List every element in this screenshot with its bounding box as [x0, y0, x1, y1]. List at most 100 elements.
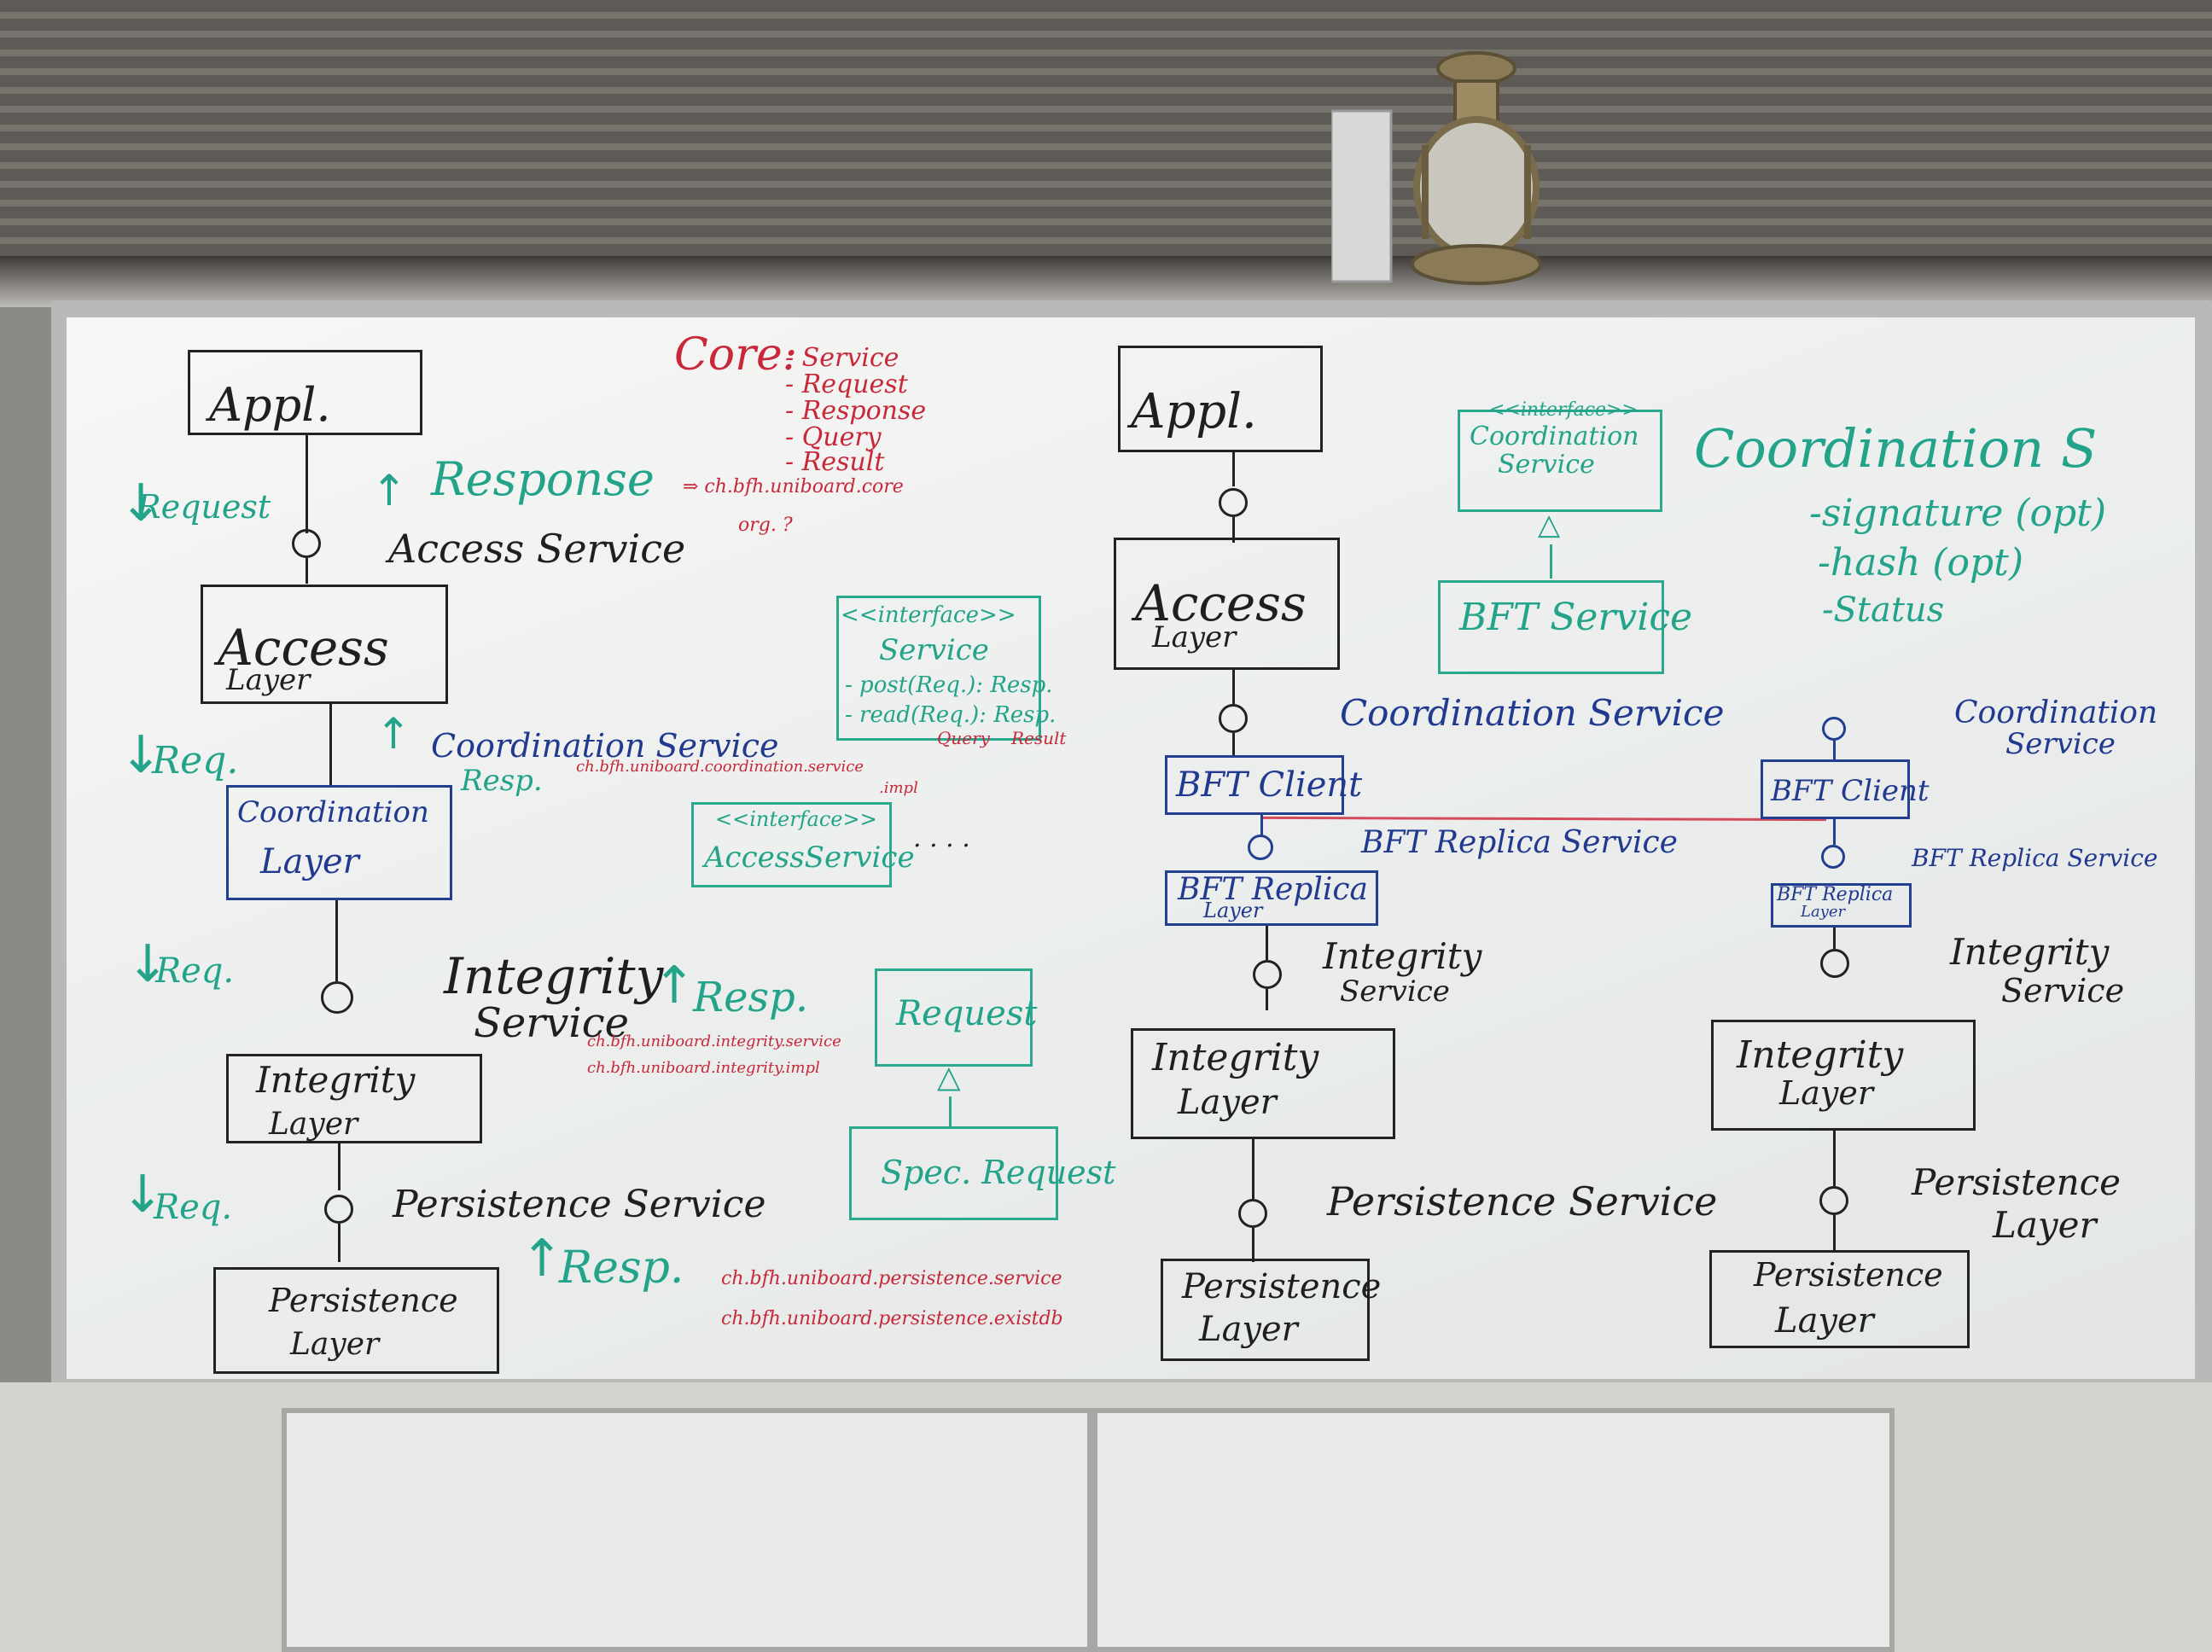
interface-lollipop: [1219, 704, 1248, 733]
bft-client-box-middle: [1165, 755, 1344, 815]
req-label: Req.: [155, 951, 235, 991]
bft-client-label: BFT Client: [1771, 774, 1930, 808]
appl-label-middle: Appl.: [1131, 384, 1257, 439]
bft-replica-layer-box-middle: [1165, 870, 1378, 926]
coordination-stereotype: <<interface>>: [1489, 399, 1638, 421]
persistence-layer-box-right: [1709, 1250, 1970, 1348]
integrity-layer-box-left: [226, 1054, 482, 1143]
persistence-service-label: Persistence Service: [393, 1183, 766, 1226]
appl-box-middle: [1118, 346, 1323, 452]
ceiling-wall: [0, 0, 2212, 290]
persistence-layer-box-left: [213, 1267, 499, 1374]
cabinet-panel-right: [1092, 1408, 1895, 1652]
service-operation: - post(Req.): Resp.: [845, 672, 1053, 698]
down-arrow-icon: ↓: [119, 474, 163, 533]
bft-replica-layer-subtitle: Layer: [1203, 899, 1263, 922]
request-class: Request: [896, 994, 1038, 1033]
access-stereotype: <<interface>>: [715, 807, 877, 831]
core-item: - Service: [785, 343, 899, 373]
inheritance-line: [1550, 544, 1552, 579]
query-label: Query: [937, 728, 990, 748]
service-operation: - read(Req.): Resp.: [845, 702, 1057, 728]
up-arrow-icon: ↑: [375, 709, 411, 759]
integrity-service-title: Integrity: [444, 947, 664, 1005]
persistence-layer-label-title: Persistence: [1912, 1161, 2122, 1203]
coordination-note-item: -Status: [1822, 590, 1945, 630]
oil-lamp: [1330, 34, 1553, 290]
appl-box-left: [188, 350, 422, 435]
persistence-layer-title: Persistence: [269, 1282, 458, 1319]
core-item: - Response: [785, 396, 927, 426]
interface-lollipop: [292, 529, 321, 558]
coordination-service-label: Coordination Service: [431, 727, 779, 765]
coordination-service-title: Coordination: [1954, 695, 2158, 730]
persistence-layer-title: Persistence: [1182, 1267, 1382, 1306]
integrity-service-subtitle: Service: [2001, 972, 2125, 1009]
connector-line: [1833, 1215, 1836, 1251]
request-label: Request: [137, 488, 271, 526]
interface-lollipop: [324, 1195, 353, 1224]
bft-replica-layer-subtitle: Layer: [1801, 903, 1846, 921]
req-label: Req.: [152, 739, 239, 782]
interface-lollipop: [321, 981, 353, 1014]
integrity-service-title: Integrity: [1323, 935, 1482, 977]
integrity-layer-title: Integrity: [256, 1059, 416, 1101]
coordination-service-interface-box: [1458, 410, 1662, 512]
connector-line: [1833, 928, 1836, 949]
coordination-layer-title: Coordination: [237, 795, 429, 829]
service-interface-box: [836, 596, 1041, 741]
inheritance-arrow-icon: △: [937, 1060, 961, 1095]
persistence-package-note: ch.bfh.uniboard.persistence.service: [721, 1268, 1062, 1289]
up-arrow-icon: ↑: [371, 466, 407, 515]
persistence-layer-subtitle: Layer: [1775, 1301, 1874, 1341]
response-label: Response: [431, 452, 655, 506]
bft-replica-layer-box-right: [1771, 883, 1912, 928]
access-layer-subtitle: Layer: [226, 663, 311, 697]
access-service-interface-box: [691, 802, 892, 887]
integrity-package-note: ch.bfh.uniboard.integrity.service: [587, 1032, 841, 1050]
interface-lollipop: [1819, 1186, 1848, 1215]
coordination-package-note: ch.bfh.uniboard.coordination.service: [576, 758, 864, 776]
connector-line: [338, 1143, 341, 1190]
inheritance-arrow-icon: △: [1538, 508, 1561, 542]
core-item: - Query: [785, 422, 882, 452]
persistence-existdb-note: ch.bfh.uniboard.persistence.existdb: [721, 1308, 1063, 1329]
interface-lollipop: [1821, 845, 1845, 869]
coordination-impl-note: .impl: [879, 779, 918, 797]
connector-line: [329, 704, 332, 785]
coordination-service-class-title: Coordination: [1470, 422, 1639, 451]
connector-line: [335, 900, 338, 981]
core-item: - Result: [785, 447, 885, 477]
connector-line: [1833, 819, 1836, 845]
integrity-service-subtitle: Service: [1340, 974, 1450, 1009]
connector-line: [1833, 1131, 1836, 1186]
resp-label: Resp.: [461, 764, 543, 798]
connector-line: [1260, 815, 1263, 836]
connector-line: [1833, 741, 1836, 762]
integrity-layer-title: Integrity: [1737, 1033, 1904, 1077]
connector-line: [1266, 926, 1268, 960]
access-layer-title: Access: [1135, 574, 1307, 632]
resp-label: Resp.: [693, 974, 809, 1021]
coordination-service-subtitle: Service: [2005, 727, 2116, 761]
connector-line: [1266, 989, 1268, 1010]
integrity-impl-note: ch.bfh.uniboard.integrity.impl: [587, 1059, 820, 1077]
integrity-layer-subtitle: Layer: [269, 1107, 358, 1142]
coordination-layer-subtitle: Layer: [260, 842, 359, 881]
interface-lollipop: [1820, 949, 1849, 978]
connector-line: [1252, 1228, 1254, 1262]
coordination-layer-box: [226, 785, 452, 900]
interface-lollipop: [1253, 960, 1282, 989]
coordination-note-item: -signature (opt): [1809, 492, 2107, 535]
bft-client-box-right: [1761, 759, 1910, 819]
persistence-layer-subtitle: Layer: [290, 1327, 380, 1362]
ellipsis: . . . .: [913, 823, 970, 853]
integrity-service-title: Integrity: [1950, 931, 2110, 973]
persistence-layer-label-subtitle: Layer: [1993, 1204, 2097, 1246]
integrity-service-subtitle: Service: [474, 999, 629, 1047]
access-layer-box-middle: [1114, 538, 1340, 670]
service-stereotype: <<interface>>: [841, 602, 1016, 628]
access-layer-box-left: [201, 585, 448, 704]
persistence-layer-title: Persistence: [1754, 1256, 1943, 1294]
coordination-notes-title: Coordination S: [1694, 417, 2098, 480]
